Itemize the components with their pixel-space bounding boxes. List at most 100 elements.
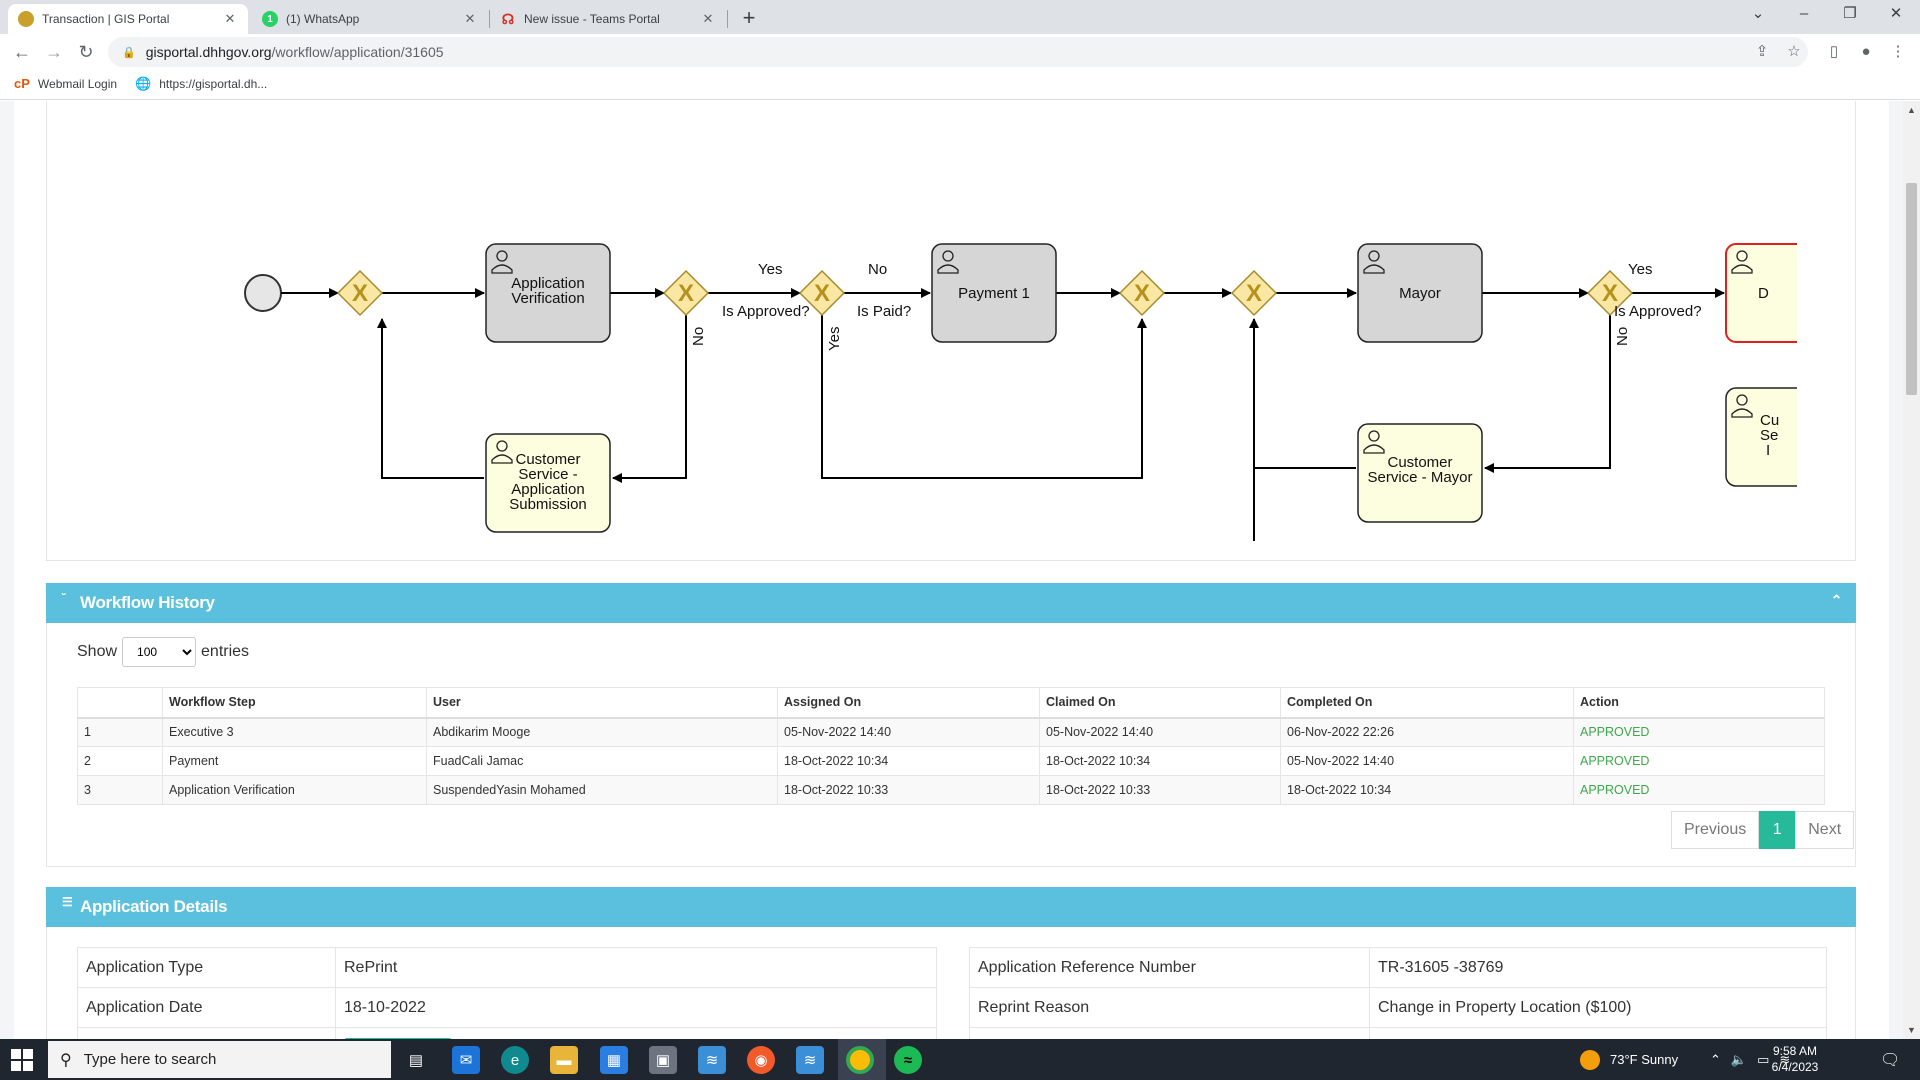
task-label: Mayor bbox=[1399, 285, 1441, 302]
gateway-merge-1[interactable]: X bbox=[336, 269, 384, 317]
details-table-left: Application Type RePrint Application Dat… bbox=[77, 947, 937, 1039]
tab-whatsapp[interactable]: 1 (1) WhatsApp ✕ bbox=[252, 4, 488, 34]
bookmark-gisportal[interactable]: 🌐 https://gisportal.dh... bbox=[135, 76, 267, 92]
column-header[interactable]: Completed On bbox=[1280, 687, 1574, 719]
gateway-is-approved-2[interactable]: X bbox=[1586, 269, 1634, 317]
back-arrow-icon[interactable]: ← bbox=[13, 42, 31, 62]
detail-row: Application Reference Number TR-31605 -3… bbox=[969, 947, 1827, 988]
application-details-header[interactable]: ☰ Application Details bbox=[46, 887, 1856, 927]
page-size-select[interactable]: 100 bbox=[122, 637, 197, 667]
whatsapp-favicon-icon: 1 bbox=[262, 11, 278, 27]
reload-icon[interactable]: ↻ bbox=[78, 42, 94, 62]
next-page-button[interactable]: Next bbox=[1795, 811, 1855, 849]
system-tray: ⌃ 🔈 ▭ ≋ bbox=[1710, 1039, 1790, 1080]
menu-kebab-icon[interactable]: ⋮ bbox=[1890, 43, 1906, 60]
address-bar[interactable]: 🔒 gisportal.dhhgov.org/workflow/applicat… bbox=[108, 37, 1808, 67]
close-icon[interactable]: ✕ bbox=[224, 11, 236, 26]
flow-label-no: No bbox=[1614, 327, 1631, 346]
tab-title: Transaction | GIS Portal bbox=[42, 12, 170, 26]
workflow-history-header[interactable]: ˘ Workflow History ⌃ bbox=[46, 583, 1856, 623]
task-mayor[interactable]: Mayor bbox=[1357, 243, 1483, 343]
url-path: /workflow/application/31605 bbox=[271, 44, 444, 60]
start-event[interactable] bbox=[244, 274, 282, 312]
row-number: 2 bbox=[77, 746, 163, 776]
wifi-icon[interactable]: ≋ bbox=[1779, 1051, 1791, 1067]
share-icon[interactable]: ⇪ bbox=[1755, 43, 1769, 60]
taskbar-search-box[interactable]: ⚲ Type here to search bbox=[48, 1041, 391, 1078]
chevron-icon: ˘ bbox=[62, 591, 66, 605]
detail-label: Application Type bbox=[77, 947, 336, 988]
flow-label-yes: Yes bbox=[1628, 261, 1652, 278]
minimize-button[interactable]: – bbox=[1799, 5, 1809, 22]
gateway-label-is-approved: Is Approved? bbox=[722, 303, 810, 320]
column-header[interactable] bbox=[77, 687, 163, 719]
flow-label-yes: Yes bbox=[826, 327, 843, 351]
close-window-button[interactable]: ✕ bbox=[1889, 5, 1903, 22]
close-icon[interactable]: ✕ bbox=[464, 11, 476, 26]
task-payment-1[interactable]: Payment 1 bbox=[931, 243, 1057, 343]
firefox-icon[interactable]: ◉ bbox=[747, 1046, 775, 1074]
edge-icon[interactable]: e bbox=[501, 1046, 529, 1074]
previous-page-button[interactable]: Previous bbox=[1671, 811, 1760, 849]
documents-icon[interactable]: ▣ bbox=[649, 1046, 677, 1074]
column-header[interactable]: Claimed On bbox=[1039, 687, 1281, 719]
completed-on: 18-Oct-2022 10:34 bbox=[1280, 775, 1574, 805]
page-scrollbar[interactable]: ▲ ▼ bbox=[1903, 101, 1920, 1039]
gateway-is-paid[interactable]: X bbox=[798, 269, 846, 317]
mail-icon[interactable]: ✉ bbox=[452, 1046, 480, 1074]
task-view-icon[interactable]: ▤ bbox=[408, 1052, 424, 1069]
svg-text:X: X bbox=[1602, 280, 1618, 307]
gateway-merge-2[interactable]: X bbox=[1118, 269, 1166, 317]
referral-badge[interactable] bbox=[344, 1038, 452, 1039]
search-icon: ⚲ bbox=[60, 1051, 72, 1069]
gateway-label-is-approved-2: Is Approved? bbox=[1614, 303, 1702, 320]
volume-icon[interactable]: 🔈 bbox=[1730, 1051, 1748, 1067]
show-entries: Show 100 entries bbox=[77, 637, 249, 667]
page-1-button[interactable]: 1 bbox=[1759, 811, 1796, 849]
tab-search-chevron-icon[interactable]: ⌄ bbox=[1751, 5, 1765, 22]
scrollbar-thumb[interactable] bbox=[1906, 183, 1917, 395]
chevron-up-icon[interactable]: ⌃ bbox=[1710, 1051, 1721, 1067]
column-header[interactable]: Workflow Step bbox=[162, 687, 427, 719]
notification-icon[interactable]: 🗨 bbox=[1880, 1051, 1901, 1069]
battery-icon[interactable]: ▭ bbox=[1757, 1051, 1770, 1067]
forward-arrow-icon[interactable]: → bbox=[45, 42, 63, 62]
detail-row: Application Date 18-10-2022 bbox=[77, 987, 937, 1028]
flow-label-yes: Yes bbox=[758, 261, 782, 278]
clock[interactable]: 9:58 AM 6/4/2023 bbox=[1755, 1043, 1835, 1075]
close-icon[interactable]: ✕ bbox=[702, 11, 714, 26]
action-status: APPROVED bbox=[1573, 746, 1825, 776]
chevron-up-icon[interactable]: ⌃ bbox=[1830, 592, 1843, 608]
new-tab-button[interactable]: + bbox=[742, 5, 756, 30]
column-header[interactable]: User bbox=[426, 687, 778, 719]
scroll-down-icon[interactable]: ▼ bbox=[1907, 1025, 1916, 1035]
file-explorer-icon[interactable]: ▬ bbox=[550, 1046, 578, 1074]
tab-teams-portal[interactable]: ☊ New issue - Teams Portal ✕ bbox=[490, 4, 726, 34]
restore-button[interactable]: ❐ bbox=[1843, 5, 1857, 22]
detail-value: Change in Property Location ($100) bbox=[1369, 987, 1827, 1028]
windows-start-icon[interactable] bbox=[10, 1048, 34, 1072]
store-icon[interactable]: ▦ bbox=[600, 1046, 628, 1074]
entries-label: entries bbox=[201, 643, 250, 660]
side-panel-icon[interactable]: ▯ bbox=[1829, 43, 1839, 60]
gateway-is-approved[interactable]: X bbox=[662, 269, 710, 317]
gateway-merge-3[interactable]: X bbox=[1230, 269, 1278, 317]
column-header[interactable]: Assigned On bbox=[777, 687, 1040, 719]
spotify-icon[interactable]: ≈ bbox=[894, 1046, 922, 1074]
profile-avatar-icon[interactable]: ● bbox=[1861, 43, 1871, 60]
weather-widget[interactable]: 73°F Sunny bbox=[1580, 1039, 1678, 1080]
scroll-up-icon[interactable]: ▲ bbox=[1907, 105, 1916, 115]
lock-icon: 🔒 bbox=[122, 46, 136, 59]
tab-gis-portal[interactable]: Transaction | GIS Portal ✕ bbox=[8, 4, 248, 34]
star-icon[interactable]: ☆ bbox=[1787, 43, 1801, 60]
app-icon[interactable]: ≋ bbox=[698, 1046, 726, 1074]
details-table-right: Application Reference Number TR-31605 -3… bbox=[969, 947, 1827, 1039]
bookmark-webmail[interactable]: cP Webmail Login bbox=[14, 76, 117, 91]
chrome-icon[interactable] bbox=[846, 1046, 874, 1074]
app-icon-2[interactable]: ≋ bbox=[796, 1046, 824, 1074]
diagram-clip bbox=[1797, 101, 1855, 560]
column-header[interactable]: Action bbox=[1573, 687, 1825, 719]
